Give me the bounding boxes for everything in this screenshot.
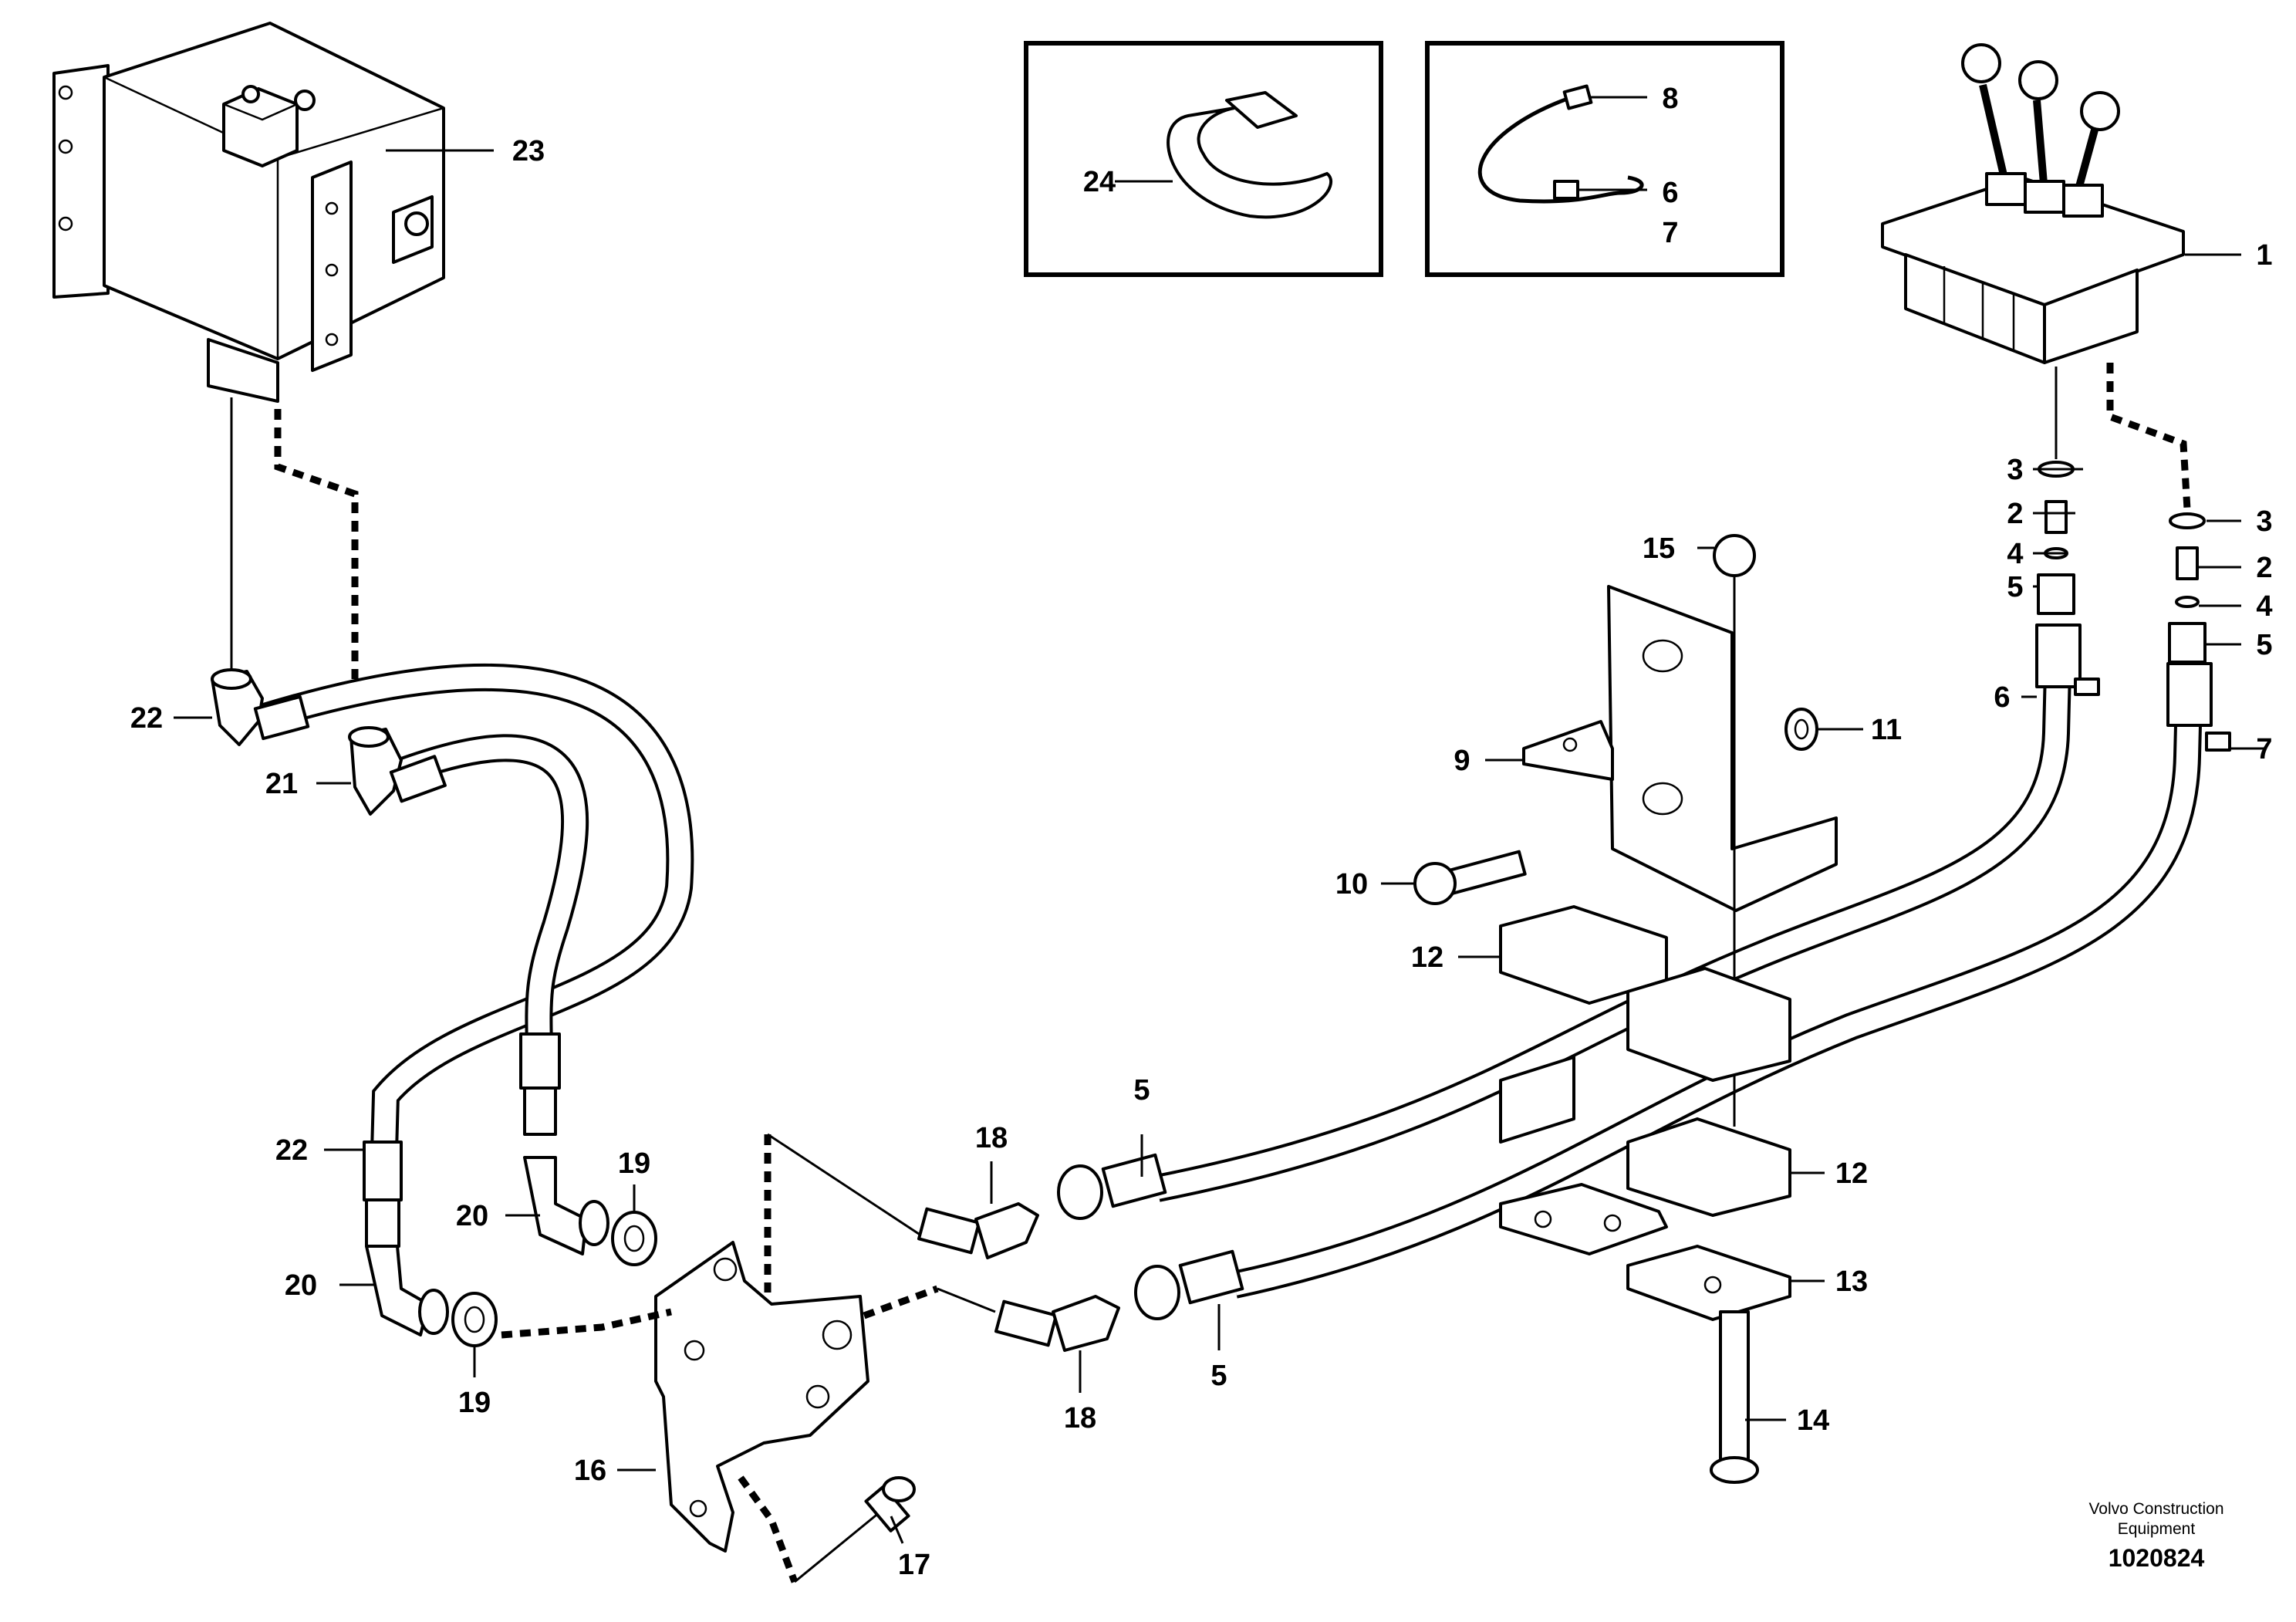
callout-18: 18 bbox=[975, 1122, 1008, 1154]
figure-id: 1020824 bbox=[2109, 1544, 2205, 1572]
control-valve bbox=[1881, 43, 2185, 364]
callout-23: 23 bbox=[512, 135, 545, 167]
elbows-18 bbox=[917, 1202, 1120, 1352]
bolt-17 bbox=[794, 1476, 916, 1583]
callout-12: 12 bbox=[1835, 1157, 1868, 1190]
hydraulic-tank bbox=[52, 22, 445, 403]
inset-strap bbox=[1024, 41, 1383, 277]
callout-2: 2 bbox=[2256, 552, 2272, 584]
bolt-14 bbox=[1710, 1310, 1759, 1484]
callout-12: 12 bbox=[1411, 941, 1443, 974]
callout-22: 22 bbox=[130, 702, 163, 735]
leader-lines bbox=[174, 96, 2264, 1544]
callout-7: 7 bbox=[2256, 733, 2272, 765]
clamp-blocks bbox=[1499, 905, 1791, 1321]
adapter-stack-right bbox=[2168, 512, 2207, 664]
tank-hoses bbox=[211, 663, 694, 1347]
callout-3: 3 bbox=[2256, 505, 2272, 538]
company-name-line1: Volvo Construction bbox=[2088, 1500, 2223, 1518]
callout-22: 22 bbox=[275, 1134, 308, 1167]
callout-7: 7 bbox=[1662, 217, 1678, 249]
callout-2: 2 bbox=[2007, 498, 2023, 530]
callout-21: 21 bbox=[265, 768, 298, 800]
valve-dashed-line bbox=[2106, 363, 2191, 510]
callout-5: 5 bbox=[1133, 1074, 1150, 1107]
callout-24: 24 bbox=[1083, 166, 1116, 198]
callout-3: 3 bbox=[2007, 454, 2023, 486]
callout-18: 18 bbox=[1064, 1402, 1096, 1434]
callout-15: 15 bbox=[1643, 532, 1675, 565]
callout-5: 5 bbox=[1210, 1360, 1227, 1392]
callout-5: 5 bbox=[2007, 571, 2023, 603]
long-hoses bbox=[1057, 623, 2231, 1320]
callout-6: 6 bbox=[1994, 681, 2010, 714]
callout-19: 19 bbox=[618, 1147, 650, 1180]
callout-8: 8 bbox=[1662, 83, 1678, 115]
callout-6: 6 bbox=[1662, 177, 1678, 209]
company-name-line2: Equipment bbox=[2118, 1520, 2196, 1538]
figure-footer: Volvo Construction Equipment 1020824 bbox=[2088, 1500, 2223, 1572]
callout-17: 17 bbox=[898, 1549, 930, 1581]
callout-5: 5 bbox=[2256, 629, 2272, 661]
callout-20: 20 bbox=[285, 1269, 317, 1302]
callout-9: 9 bbox=[1454, 745, 1470, 777]
bracket bbox=[654, 1241, 869, 1553]
callout-20: 20 bbox=[456, 1200, 488, 1232]
callout-13: 13 bbox=[1835, 1265, 1868, 1298]
callout-14: 14 bbox=[1797, 1404, 1829, 1437]
callout-labels: 1 2 2 3 3 4 4 5 5 5 5 6 6 7 7 8 9 10 11 … bbox=[130, 83, 2273, 1581]
callout-10: 10 bbox=[1335, 868, 1368, 901]
support-bracket bbox=[1413, 534, 1838, 1127]
callout-4: 4 bbox=[2256, 590, 2272, 623]
callout-1: 1 bbox=[2256, 239, 2272, 272]
callout-19: 19 bbox=[458, 1387, 491, 1419]
callout-4: 4 bbox=[2007, 538, 2023, 570]
tank-dashed-line bbox=[274, 409, 359, 679]
callout-11: 11 bbox=[1871, 714, 1902, 746]
adapter-stack-left bbox=[2037, 461, 2075, 615]
callout-16: 16 bbox=[574, 1455, 606, 1487]
inset-cable-tie bbox=[1425, 41, 1784, 277]
